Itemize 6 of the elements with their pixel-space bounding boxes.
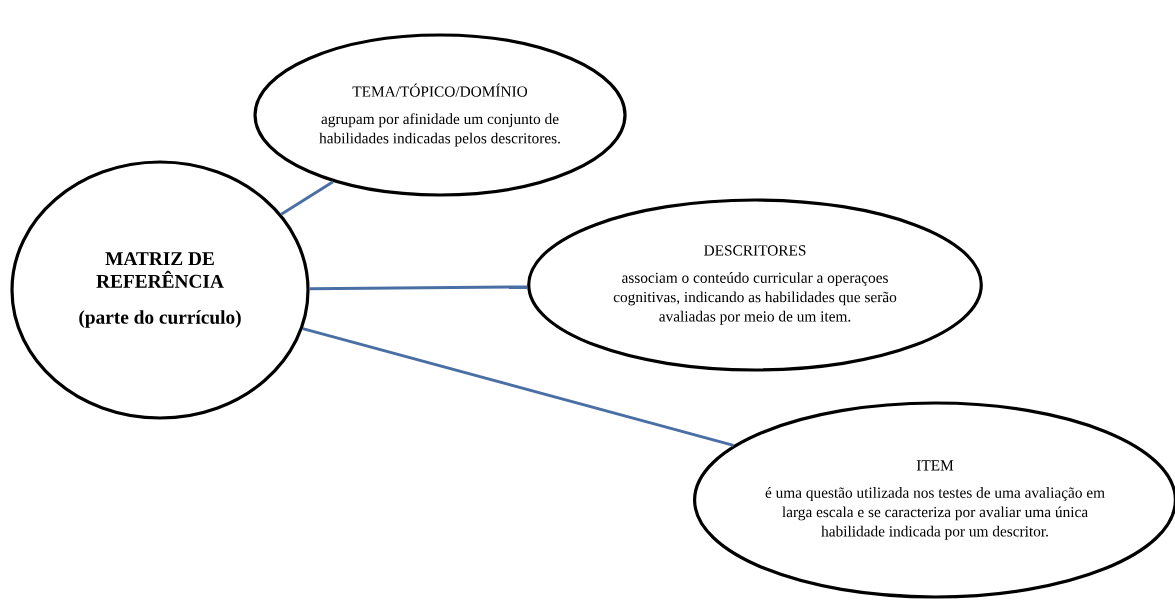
connector-line	[280, 180, 334, 216]
connector-line	[309, 285, 528, 291]
ellipse-node: MATRIZ DE REFERÊNCIA (parte do currículo)	[10, 160, 310, 420]
connector-line	[302, 327, 734, 447]
ellipse-node: TEMA/TÓPICO/DOMÍNIO agrupam por afinidade um conjunto de habilidades indicadas pelos descritores.	[253, 33, 627, 197]
ellipse-node: DESCRITORES associam o conteúdo curricular a operaçoes cognitivas, indicando as habilidades que serão avaliadas por meio de um item.	[527, 198, 983, 372]
